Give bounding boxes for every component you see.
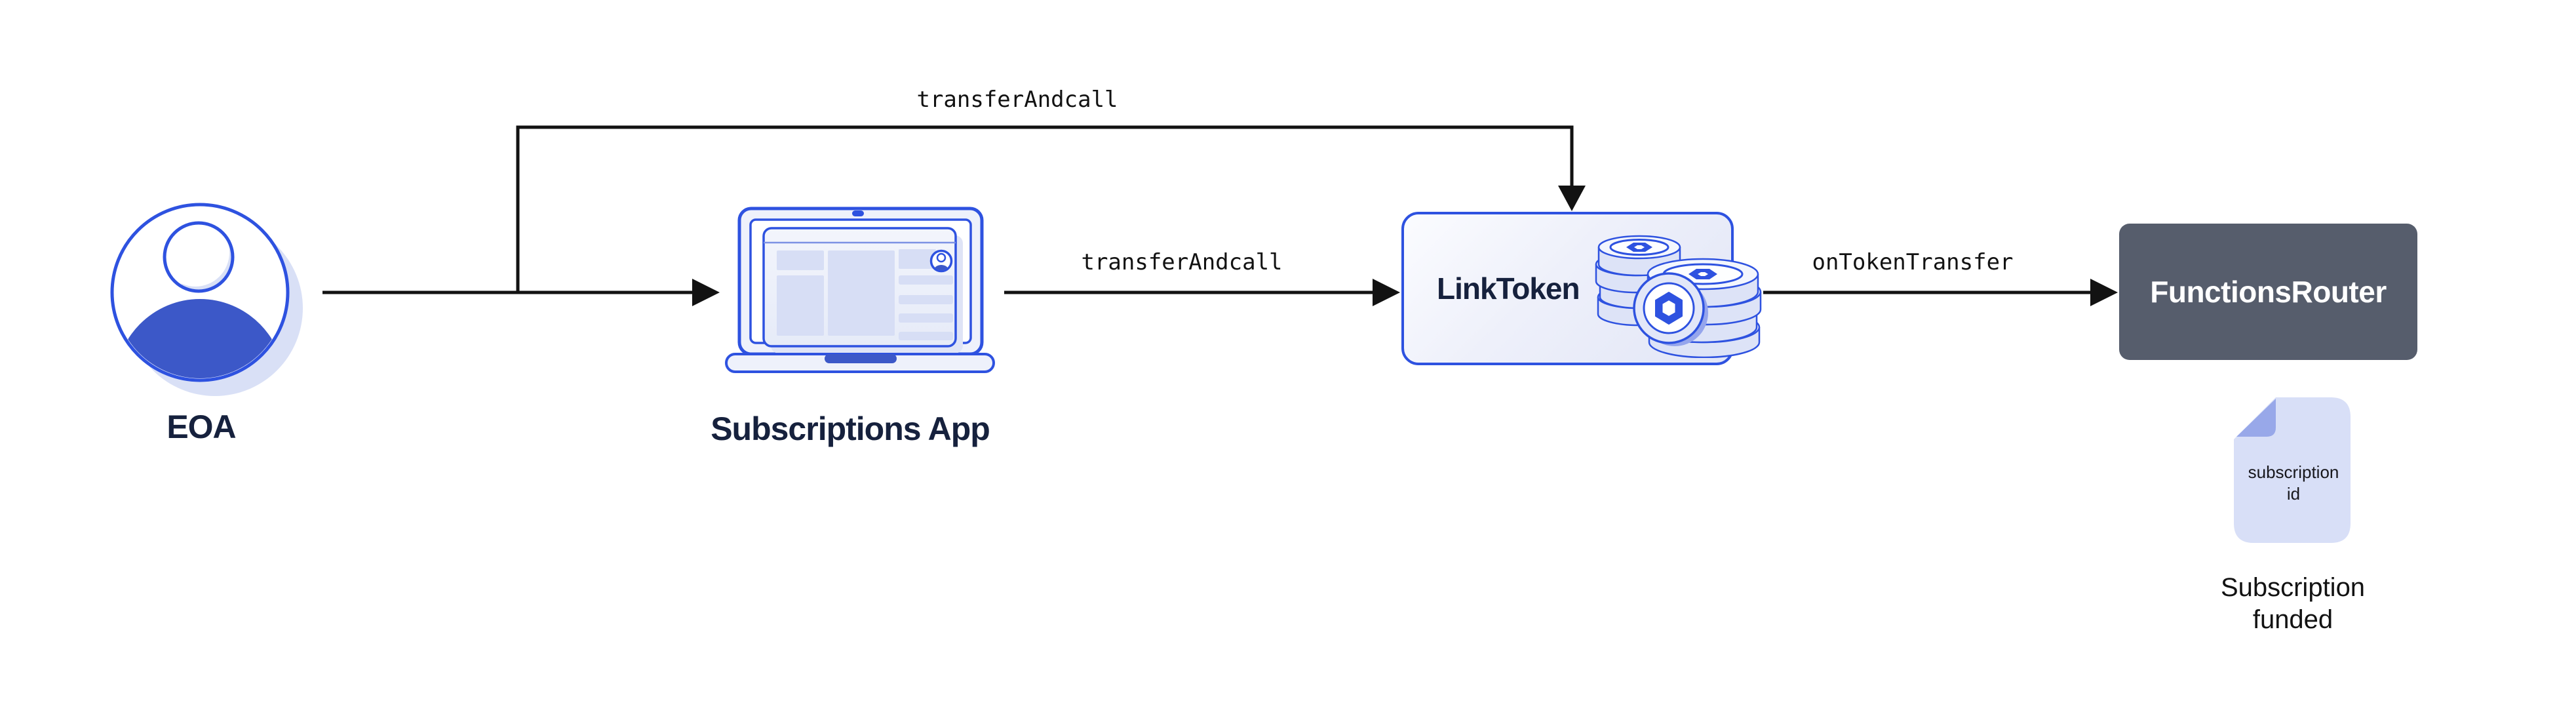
content-line	[899, 275, 953, 285]
linktoken-label: LinkToken	[1437, 271, 1580, 306]
person-torso	[115, 299, 285, 378]
content-line	[899, 295, 953, 304]
edge-label-transferandcall: transferAndcall	[1081, 249, 1283, 275]
arrowhead-into-app	[692, 279, 720, 306]
document-text: subscription id	[2248, 462, 2339, 505]
arrowhead-into-router	[2090, 279, 2118, 306]
laptop-icon	[725, 207, 995, 373]
subscriptions-app-label: Subscriptions App	[711, 410, 990, 447]
content-block	[828, 250, 895, 336]
functionsrouter-label: FunctionsRouter	[2150, 275, 2387, 309]
avatar-head	[936, 252, 946, 263]
coin-stack-icon	[1595, 235, 1762, 358]
content-block	[899, 249, 936, 269]
content-block	[777, 275, 824, 336]
node-functionsrouter: FunctionsRouter	[2119, 224, 2417, 360]
content-line	[899, 313, 953, 323]
avatar-torso	[933, 265, 949, 270]
edge-label-transferandcall-top: transferAndcall	[916, 87, 1118, 113]
person-icon	[110, 203, 303, 396]
laptop-notch	[825, 354, 897, 363]
document-icon	[2234, 397, 2351, 543]
person-head	[163, 221, 235, 293]
content-block	[777, 250, 824, 270]
document-text-line2: id	[2286, 484, 2301, 504]
eoa-label: EOA	[166, 409, 236, 445]
document-fold	[2236, 399, 2276, 437]
arrowhead-into-linktoken	[1373, 279, 1400, 306]
content-line	[899, 332, 953, 340]
caption-line2: funded	[2252, 605, 2333, 634]
edge-label-ontokentransfer: onTokenTransfer	[1812, 249, 2014, 275]
chainlink-hexagon-icon	[1655, 292, 1683, 325]
document-text-line1: subscription	[2248, 462, 2339, 482]
arrowhead-into-linktoken-top	[1558, 186, 1586, 211]
laptop-webcam	[852, 210, 864, 216]
caption-line1: Subscription	[2220, 573, 2366, 602]
person-head-fill	[166, 224, 229, 287]
coin-front	[1633, 272, 1708, 346]
subscription-funded-caption: Subscription funded	[2221, 572, 2365, 636]
arrow-branch-to-linktoken	[516, 125, 1574, 292]
